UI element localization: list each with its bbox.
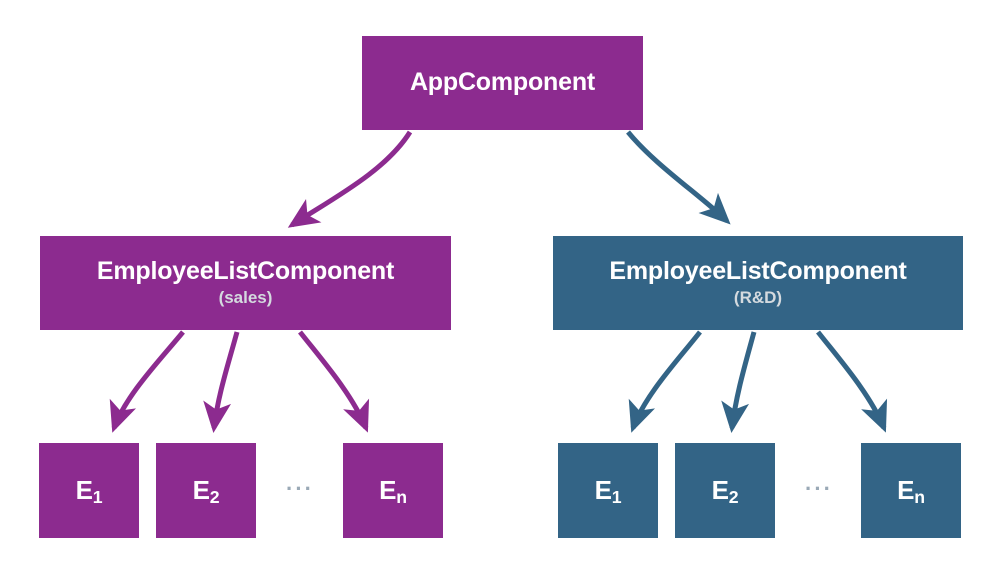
employee-base-letter: E: [75, 475, 93, 506]
employee-index: 1: [611, 487, 622, 508]
edge-rnd-to-leaf-n: [816, 330, 888, 433]
employee-index: 2: [728, 487, 739, 508]
node-employee-rnd-2[interactable]: E2: [675, 443, 775, 538]
employee-index: n: [914, 487, 925, 508]
edge-rnd-to-leaf-1: [628, 330, 702, 433]
employee-base-letter: E: [711, 475, 729, 506]
node-employee-sales-2-label: E2: [192, 475, 220, 508]
node-employee-list-component-rnd-subtitle: (R&D): [733, 287, 783, 307]
edge-sales-to-leaf-2: [203, 331, 240, 433]
node-app-component-label: AppComponent: [409, 68, 596, 97]
employee-index: 1: [92, 487, 103, 508]
node-employee-rnd-2-label: E2: [711, 475, 739, 508]
node-employee-list-component-rnd[interactable]: EmployeeListComponent (R&D): [553, 236, 963, 330]
ellipsis-rnd-leaves: ···: [805, 476, 833, 501]
edge-app-to-rnd: [626, 130, 731, 225]
node-employee-list-component-sales-subtitle: (sales): [218, 287, 273, 307]
node-employee-sales-1[interactable]: E1: [39, 443, 139, 538]
node-employee-sales-n[interactable]: En: [343, 443, 443, 538]
node-employee-sales-n-label: En: [379, 475, 407, 508]
edge-sales-to-leaf-n: [298, 330, 370, 433]
edge-sales-to-leaf-1: [109, 330, 185, 433]
employee-base-letter: E: [192, 475, 210, 506]
node-employee-sales-2[interactable]: E2: [156, 443, 256, 538]
employee-index: 2: [209, 487, 220, 508]
employee-base-letter: E: [594, 475, 612, 506]
node-employee-rnd-1-label: E1: [594, 475, 622, 508]
employee-base-letter: E: [379, 475, 397, 506]
employee-base-letter: E: [897, 475, 915, 506]
node-employee-list-component-sales-label: EmployeeListComponent: [96, 257, 395, 286]
ellipsis-sales-leaves: ···: [286, 476, 314, 501]
node-employee-rnd-1[interactable]: E1: [558, 443, 658, 538]
node-employee-rnd-n-label: En: [897, 475, 925, 508]
node-app-component[interactable]: AppComponent: [362, 36, 643, 130]
node-employee-rnd-n[interactable]: En: [861, 443, 961, 538]
node-employee-list-component-rnd-label: EmployeeListComponent: [609, 257, 907, 286]
edge-rnd-to-leaf-2: [721, 331, 757, 433]
node-employee-list-component-sales[interactable]: EmployeeListComponent (sales): [40, 236, 451, 330]
employee-index: n: [396, 487, 407, 508]
edge-app-to-sales: [287, 130, 413, 228]
node-employee-sales-1-label: E1: [75, 475, 103, 508]
